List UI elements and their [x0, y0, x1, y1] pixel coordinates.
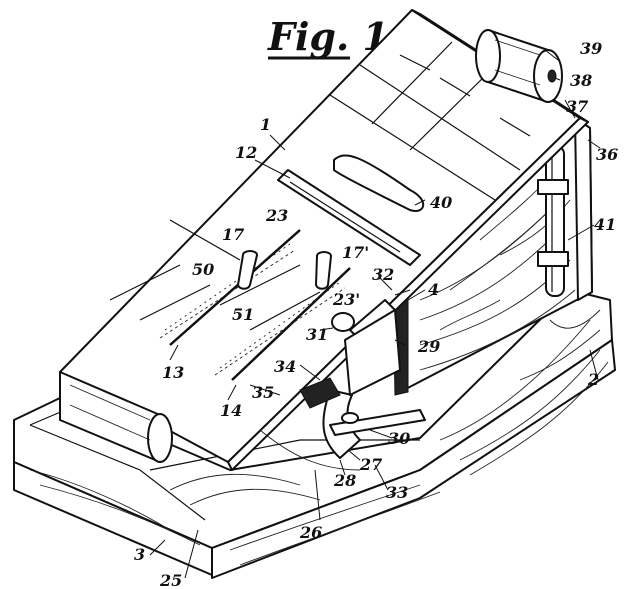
- label-38: 38: [570, 71, 592, 90]
- label-31: 31: [306, 325, 328, 344]
- label-36: 36: [596, 145, 618, 164]
- label-30: 30: [388, 429, 410, 448]
- front-roll: [59, 371, 173, 463]
- label-50: 50: [192, 260, 214, 279]
- label-2: 2: [587, 370, 599, 389]
- pin-17-prime: [315, 251, 332, 290]
- label-14: 14: [220, 401, 242, 420]
- label-3: 3: [134, 545, 145, 564]
- label-1: 1: [260, 115, 271, 134]
- reference-labels: 1 2 3 4 12 13 14 17 17' 23 23' 25 26 27 …: [134, 39, 618, 589]
- label-29: 29: [417, 337, 440, 356]
- label-39: 39: [580, 39, 602, 58]
- label-17-prime: 17': [342, 243, 369, 262]
- label-25: 25: [159, 571, 182, 589]
- label-32: 32: [372, 265, 394, 284]
- roller: [475, 29, 563, 103]
- label-41: 41: [594, 215, 616, 234]
- label-34: 34: [274, 357, 296, 376]
- leader-lines: [149, 49, 601, 579]
- handle: [333, 154, 425, 212]
- label-37: 37: [566, 97, 588, 116]
- label-26: 26: [299, 523, 322, 542]
- label-12: 12: [235, 143, 257, 162]
- label-35: 35: [252, 383, 274, 402]
- label-27: 27: [359, 455, 382, 474]
- pin-17: [237, 250, 258, 290]
- figure-title: Fig. 1: [267, 14, 389, 59]
- label-23-prime: 23': [332, 290, 360, 309]
- label-33: 33: [386, 483, 408, 502]
- label-4: 4: [428, 280, 439, 299]
- mechanism: [169, 299, 426, 506]
- label-23: 23: [265, 206, 288, 225]
- label-17: 17: [222, 225, 244, 244]
- label-40: 40: [430, 193, 452, 212]
- label-51: 51: [232, 305, 254, 324]
- label-28: 28: [333, 471, 356, 490]
- label-13: 13: [162, 363, 184, 382]
